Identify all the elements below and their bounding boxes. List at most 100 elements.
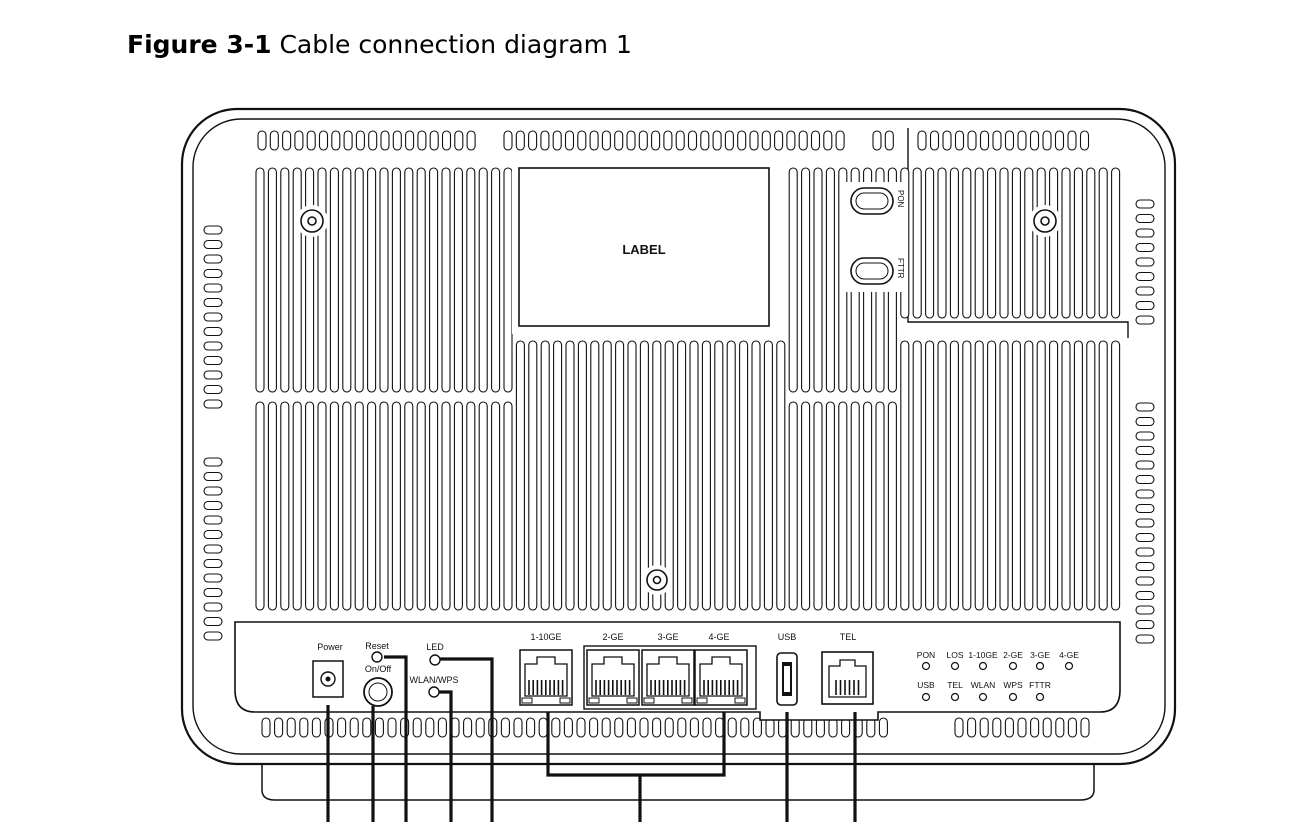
vent-slot [306,130,316,151]
lan-port-cage [583,645,757,710]
vent-slot [702,717,712,738]
mount-screw-center [646,569,668,591]
vent-slot [203,631,223,641]
vent-slot [724,130,734,151]
indicator-led [921,661,931,671]
device-stand [261,758,1095,801]
vent-slot [564,130,575,151]
indicator-led [978,661,988,671]
indicator-led [1008,692,1018,702]
vent-slot [912,167,922,319]
vent-slot [726,340,736,611]
vent-slot [441,130,452,151]
tel-port[interactable] [821,651,874,705]
vent-slot [992,717,1002,738]
vent-slot [318,130,329,151]
vent-slot [203,587,223,598]
vent-slot [412,717,422,738]
vent-slot [515,340,525,611]
vent-slot [949,340,959,611]
vent-slot [866,717,876,738]
indicator-label: 3-GE [1030,650,1050,660]
lan1-port[interactable] [519,649,573,706]
vent-slot [354,401,364,611]
vent-slot [727,717,737,738]
vent-slot [267,167,277,393]
vent-slot [677,717,687,738]
vent-slot [1004,130,1015,151]
vent-slot [1135,242,1155,253]
vent-slot [689,717,699,738]
vent-slot [203,529,223,540]
vent-slot [292,401,302,611]
vent-slot [1073,167,1083,319]
vent-slot [374,717,384,738]
figure-title: Cable connection diagram 1 [279,30,632,59]
vent-slot [639,340,649,611]
power-port[interactable] [312,660,344,698]
vent-slot [269,130,279,151]
vent-slot [203,341,223,351]
vent-slot [917,130,927,151]
vent-slot [349,717,359,738]
vent-slot [540,340,550,611]
vent-slot [292,167,302,393]
vent-slot [614,717,624,738]
vent-slot [1042,130,1052,151]
vent-slot [979,717,989,738]
vent-slot [790,717,800,738]
vent-slot [466,130,476,151]
vent-slot [1135,518,1155,528]
vent-slot [552,130,562,151]
reset-button[interactable] [371,651,383,663]
vent-slot [638,130,648,151]
vent-slot [872,130,882,151]
vent-slot [429,130,439,151]
vent-slot [1135,271,1155,282]
vent-slot [788,401,798,611]
fttr-button[interactable]: FTTR [850,257,905,285]
vent-slot [798,130,808,151]
lan3-port[interactable] [641,649,695,706]
usb-port[interactable] [776,652,798,706]
vent-slot [912,340,922,611]
vent-slot [391,401,401,611]
vent-slot [1135,634,1155,644]
on-off-button[interactable] [363,677,393,707]
fttr-button-label: FTTR [896,258,905,279]
vent-slot [203,573,223,583]
vent-slot [1030,717,1040,738]
vent-slot [255,401,265,611]
lan4-port[interactable] [694,649,748,706]
vent-slot [203,457,223,467]
vent-slot [615,340,625,611]
vent-slot [652,340,662,611]
vent-slot [367,401,377,611]
vent-slot [954,130,965,151]
vent-slot [788,167,798,393]
figure-number: Figure 3-1 [127,30,272,59]
vent-slot [478,167,488,393]
vent-slot [203,500,223,511]
vent-slot [974,167,984,319]
vent-slot [602,340,612,611]
vent-slot [1135,547,1155,557]
vent-slot [810,130,821,151]
pon-button[interactable]: PON [850,187,905,215]
vent-slot [1011,167,1021,319]
vent-slot [538,717,548,738]
vent-slot [1135,431,1155,441]
tel-port-label: TEL [840,632,857,642]
vent-slot [813,167,823,393]
lan2-port[interactable] [586,649,640,706]
vent-slot [967,717,977,738]
led-button[interactable] [429,654,441,666]
vent-slot [1004,717,1014,738]
wlan-wps-button[interactable] [428,686,440,698]
vent-slot [962,167,972,319]
vent-slot [626,717,636,738]
vent-slot [712,130,722,151]
vent-slot [540,130,550,151]
vent-slot [664,717,674,738]
vent-slot [987,167,997,319]
